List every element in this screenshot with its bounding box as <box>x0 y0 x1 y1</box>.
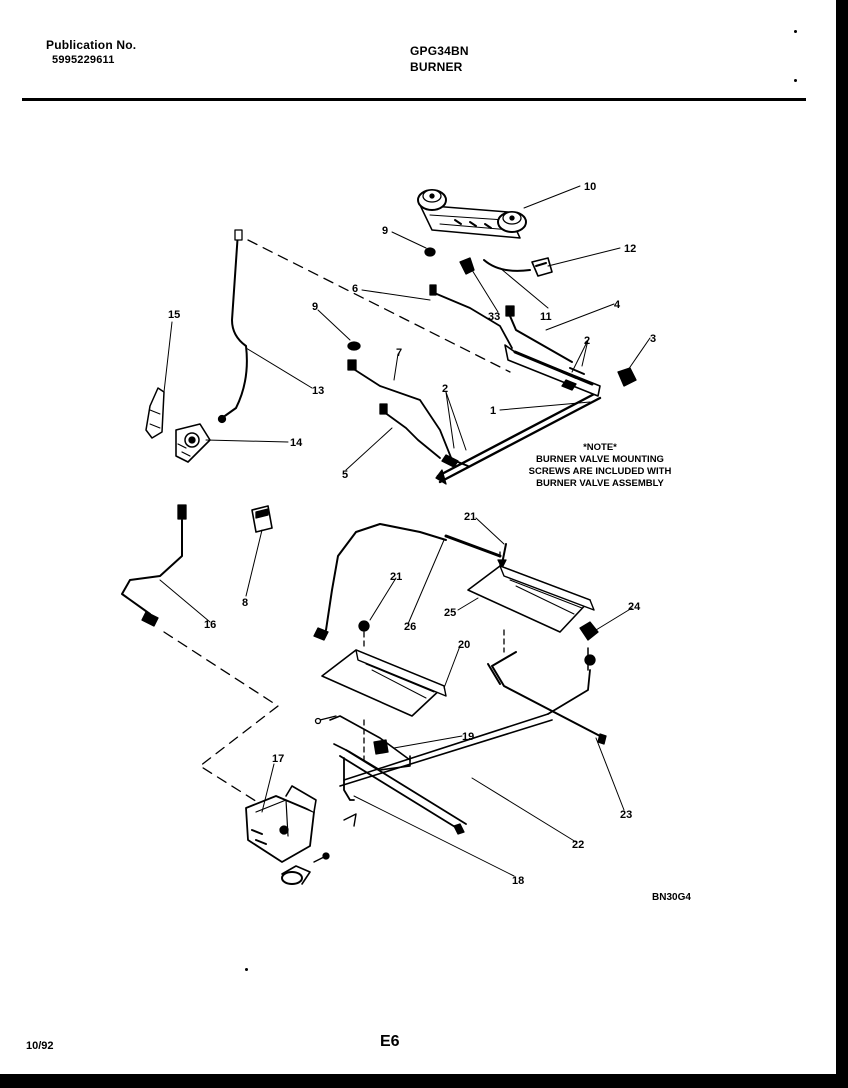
header-rule <box>22 98 806 101</box>
burner-25 <box>467 547 595 653</box>
callout-18: 18 <box>512 875 524 887</box>
callout-21-left: 21 <box>390 571 402 583</box>
callout-7: 7 <box>396 347 402 359</box>
speck <box>794 79 797 82</box>
burner-20 <box>321 627 447 761</box>
callout-25: 25 <box>444 607 456 619</box>
callout-17: 17 <box>272 753 284 765</box>
note-line-2: SCREWS ARE INCLUDED WITH <box>529 466 672 477</box>
callout-19: 19 <box>462 731 474 743</box>
callout-8: 8 <box>242 597 248 609</box>
valve-14 <box>175 423 211 463</box>
burner-valve-assembly <box>417 189 527 239</box>
callout-10: 10 <box>584 181 596 193</box>
page-number: E6 <box>380 1033 400 1050</box>
callout-11: 11 <box>540 311 552 323</box>
callout-20: 20 <box>458 639 470 651</box>
model-number: GPG34BN <box>410 44 469 58</box>
note-line-3: BURNER VALVE ASSEMBLY <box>536 478 664 489</box>
callout-2-right: 2 <box>584 335 590 347</box>
callout-9-upper: 9 <box>382 225 388 237</box>
callout-12: 12 <box>624 243 636 255</box>
regulator-17 <box>245 785 330 885</box>
callout-9-lower: 9 <box>312 301 318 313</box>
page-border-bottom <box>0 1074 848 1088</box>
callout-6: 6 <box>352 283 358 295</box>
callout-21-right: 21 <box>464 511 476 523</box>
publication-number: 5995229611 <box>52 54 115 66</box>
speck <box>794 30 797 33</box>
callout-4: 4 <box>614 299 621 311</box>
callout-13: 13 <box>312 385 324 397</box>
callout-16: 16 <box>204 619 216 631</box>
callout-14: 14 <box>290 437 303 449</box>
callout-2-left: 2 <box>442 383 448 395</box>
speck <box>245 968 248 971</box>
callout-5: 5 <box>342 469 348 481</box>
exploded-parts-diagram: 10 9 12 6 11 33 4 9 15 2 3 7 13 2 1 14 5… <box>121 181 672 887</box>
section-title: BURNER <box>410 60 463 74</box>
callout-26: 26 <box>404 621 416 633</box>
note-title: *NOTE* <box>583 442 617 453</box>
note-line-1: BURNER VALVE MOUNTING <box>536 454 664 465</box>
diagram-code: BN30G4 <box>652 892 691 903</box>
publication-label: Publication No. <box>46 38 137 52</box>
callout-15: 15 <box>168 309 180 321</box>
page-border-right <box>836 0 848 1088</box>
callout-22: 22 <box>572 839 584 851</box>
callout-23: 23 <box>620 809 632 821</box>
footer-date: 10/92 <box>26 1040 54 1052</box>
callout-24: 24 <box>628 601 641 613</box>
callout-1: 1 <box>490 405 496 417</box>
callout-33: 33 <box>488 311 500 323</box>
callout-3: 3 <box>650 333 656 345</box>
